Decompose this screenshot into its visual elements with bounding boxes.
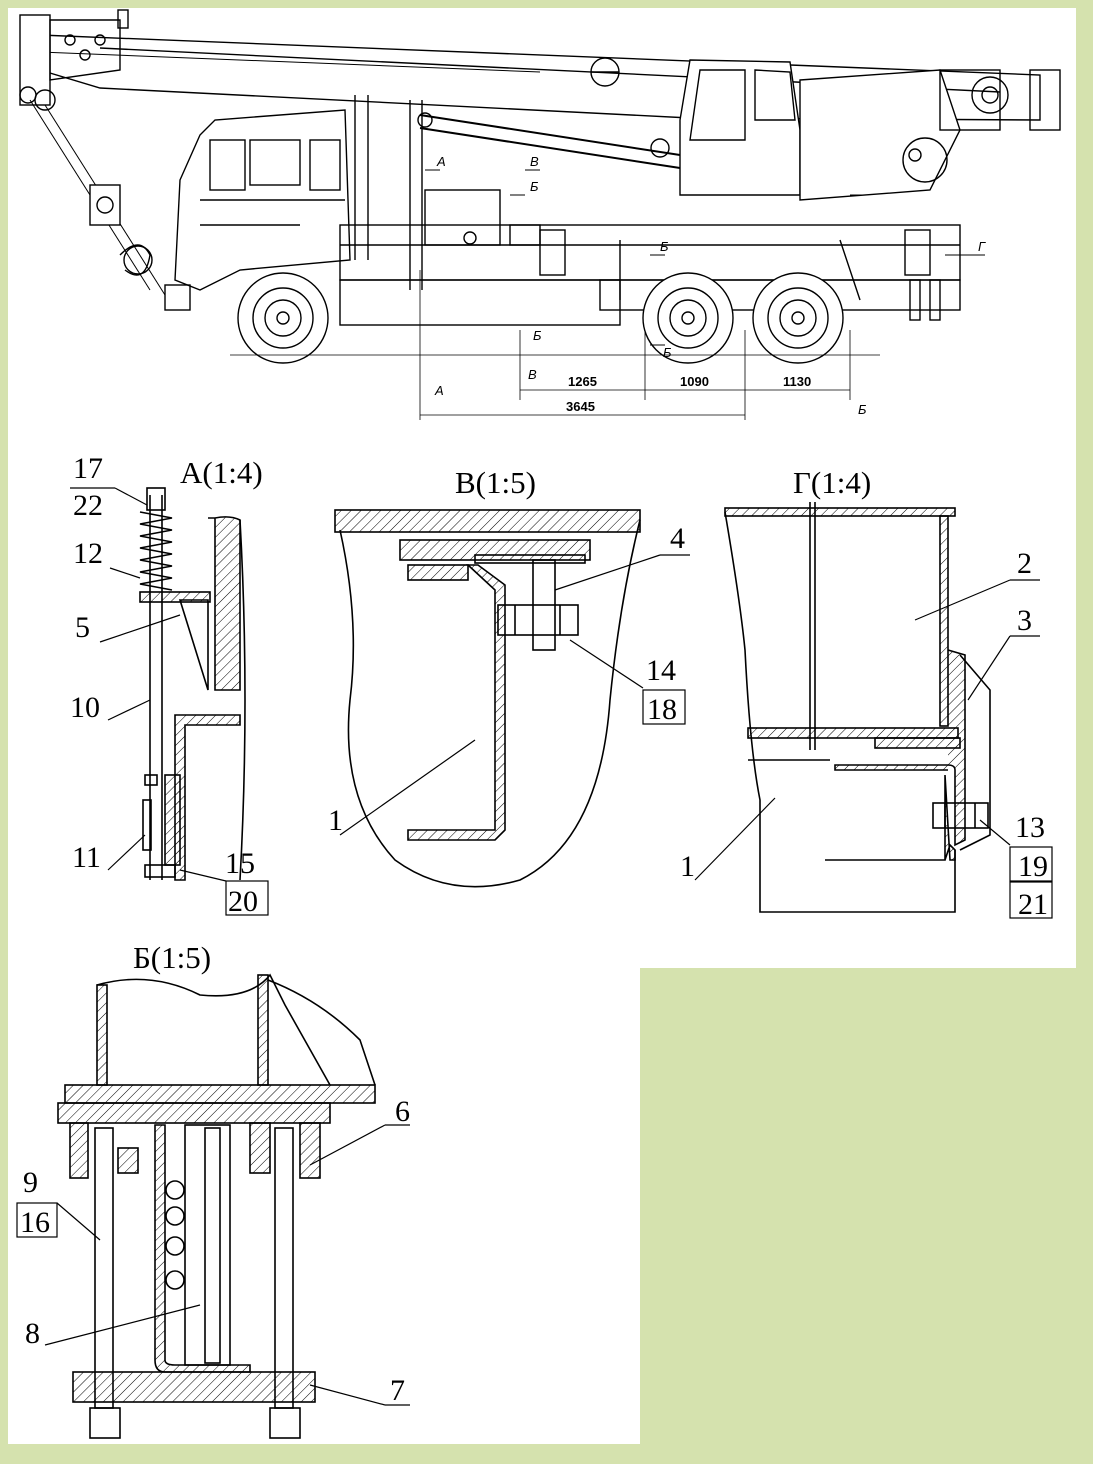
bracket-3: [834, 649, 966, 847]
view-v-detail: [334, 509, 641, 888]
callout-1-v: 1: [328, 804, 343, 837]
section-mark-v-top: В: [530, 154, 539, 169]
view-a-title: А(1:4): [180, 455, 263, 490]
view-b-title: Б(1:5): [133, 940, 211, 975]
callout-16: 16: [20, 1206, 50, 1239]
callout-20: 20: [228, 885, 258, 918]
section-mark-b-5: Б: [858, 402, 867, 417]
front-wheel: [237, 272, 329, 364]
callout-9: 9: [23, 1166, 38, 1199]
callout-3: 3: [1017, 604, 1032, 637]
callout-18: 18: [647, 693, 677, 726]
callout-14: 14: [646, 654, 676, 687]
turntable-housing: [799, 69, 961, 201]
callout-12: 12: [73, 537, 103, 570]
winch-drum: [902, 137, 948, 183]
post-2: [939, 515, 949, 727]
callout-15: 15: [225, 847, 255, 880]
spring: [139, 511, 173, 591]
callout-5: 5: [75, 611, 90, 644]
view-v-callouts: 4 14 18 1: [328, 522, 690, 837]
plate-6: [57, 1102, 331, 1124]
view-b-callouts: 6 9 16 8 7: [16, 1095, 410, 1407]
view-v-title: В(1:5): [455, 465, 536, 500]
view-a-callouts: 17 22 12 5 10 11 15 20: [70, 452, 269, 918]
callout-21: 21: [1018, 888, 1048, 921]
section-mark-b-3: Б: [533, 328, 542, 343]
frame-channel-1: [407, 564, 506, 841]
callout-8: 8: [25, 1317, 40, 1350]
bolt-14: [497, 604, 579, 636]
dimension-3645: 3645: [566, 399, 595, 414]
dimension-1130: 1130: [783, 374, 811, 389]
section-mark-b-1: Б: [530, 179, 539, 194]
callout-2: 2: [1017, 547, 1032, 580]
dimension-1090: 1090: [680, 374, 709, 389]
callout-1-g: 1: [680, 850, 695, 883]
hydraulic-tank: [424, 189, 501, 246]
callout-7: 7: [390, 1374, 405, 1407]
section-mark-v-bottom: В: [528, 367, 537, 382]
view-g-callouts: 2 3 13 19 21 1: [680, 547, 1053, 921]
section-mark-b-4: Б: [663, 345, 672, 360]
section-mark-a-bottom: А: [434, 383, 444, 398]
view-g-title: Г(1:4): [793, 465, 871, 500]
callout-22: 22: [73, 489, 103, 522]
section-mark-a-top: А: [436, 154, 446, 169]
cab-window-front: [209, 139, 246, 191]
dimension-1265: 1265: [568, 374, 597, 389]
view-a-detail: [139, 487, 246, 881]
plate-7: [72, 1371, 316, 1403]
callout-17: 17: [73, 452, 103, 485]
section-mark-g: Г: [978, 239, 986, 254]
callout-11: 11: [72, 841, 101, 874]
rear-wheel: [752, 272, 844, 364]
callout-19: 19: [1018, 850, 1048, 883]
hook-block: [89, 184, 121, 226]
view-b-detail: [57, 973, 376, 1439]
bracket-5: [174, 714, 241, 881]
view-g-detail: [724, 502, 991, 913]
callout-13: 13: [1015, 811, 1045, 844]
channel-8: [154, 1124, 251, 1373]
rotation-gear: [971, 76, 1009, 114]
callout-6: 6: [395, 1095, 410, 1128]
callout-10: 10: [70, 691, 100, 724]
cab-window-door: [249, 139, 301, 186]
middle-wheel: [642, 272, 734, 364]
callout-4: 4: [670, 522, 685, 555]
boom-lift-cylinder: [419, 114, 681, 156]
truck-crane-side-view: [19, 9, 1061, 420]
section-mark-b-2: Б: [660, 239, 669, 254]
